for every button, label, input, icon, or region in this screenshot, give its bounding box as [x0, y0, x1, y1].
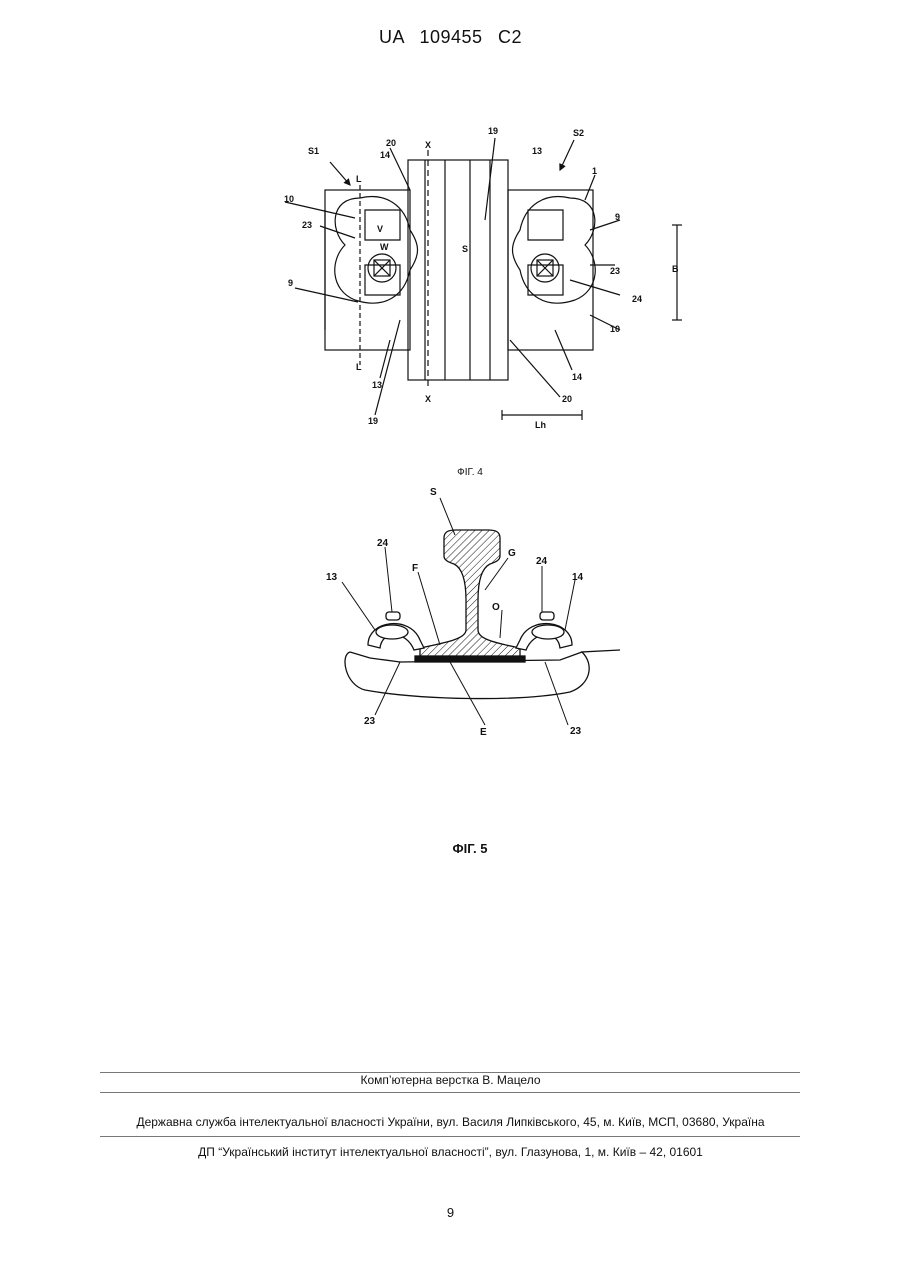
label-s: S	[462, 244, 468, 254]
label-l-top: L	[356, 174, 362, 184]
label-x-bottom: X	[425, 394, 431, 404]
label-24-right: 24	[632, 294, 642, 304]
label-14-right: 14	[572, 372, 582, 382]
label-9-right: 9	[615, 212, 620, 222]
footer-rule-middle	[100, 1092, 800, 1093]
label-10-left: 10	[284, 194, 294, 204]
label-g: G	[508, 548, 516, 559]
label-1: 1	[592, 166, 597, 176]
typesetter-line: Комп’ютерна верстка В. Мацело	[0, 1073, 901, 1087]
label-24-left: 24	[377, 538, 389, 549]
figure-5-drawing: S G F O E 24 24 13 14 23 23	[320, 480, 640, 750]
page-number: 9	[0, 1205, 901, 1220]
label-14-left: 14	[380, 150, 390, 160]
label-23-left: 23	[364, 716, 376, 727]
label-l-bottom: L	[356, 362, 362, 372]
agency-line: Державна служба інтелектуальної власност…	[0, 1115, 901, 1129]
label-19-bottom: 19	[368, 416, 378, 426]
label-24-right: 24	[536, 556, 548, 567]
figure-5-caption: ФІГ. 5	[0, 841, 901, 856]
label-23-right: 23	[570, 726, 582, 737]
label-b: B	[672, 264, 679, 274]
label-w: W	[380, 242, 389, 252]
label-s2: S2	[573, 128, 584, 138]
label-x-top: X	[425, 140, 431, 150]
label-23-left: 23	[302, 220, 312, 230]
label-19-top: 19	[488, 126, 498, 136]
figure-4-drawing: S1 S2 S X X L L V W B Lh 14 13 20 19 1 9…	[270, 120, 690, 440]
footer-rule-bottom	[100, 1136, 800, 1137]
label-13-right: 13	[532, 146, 542, 156]
institute-line: ДП “Український інститут інтелектуальної…	[0, 1145, 901, 1159]
label-20-left: 20	[386, 138, 396, 148]
label-23-right: 23	[610, 266, 620, 276]
label-13: 13	[326, 572, 338, 583]
label-f: F	[412, 563, 418, 574]
label-14: 14	[572, 572, 584, 583]
label-13-left: 13	[372, 380, 382, 390]
label-9-left: 9	[288, 278, 293, 288]
figure-4-caption: ФІГ. 4	[0, 467, 901, 478]
label-s1: S1	[308, 146, 319, 156]
label-lh: Lh	[535, 420, 546, 430]
label-e: E	[480, 727, 487, 738]
label-20-right: 20	[562, 394, 572, 404]
label-10-right: 10	[610, 324, 620, 334]
label-s-rail: S	[430, 487, 437, 498]
label-v: V	[377, 224, 383, 234]
label-o: O	[492, 602, 500, 613]
patent-number-header: UA 109455 C2	[0, 27, 901, 48]
